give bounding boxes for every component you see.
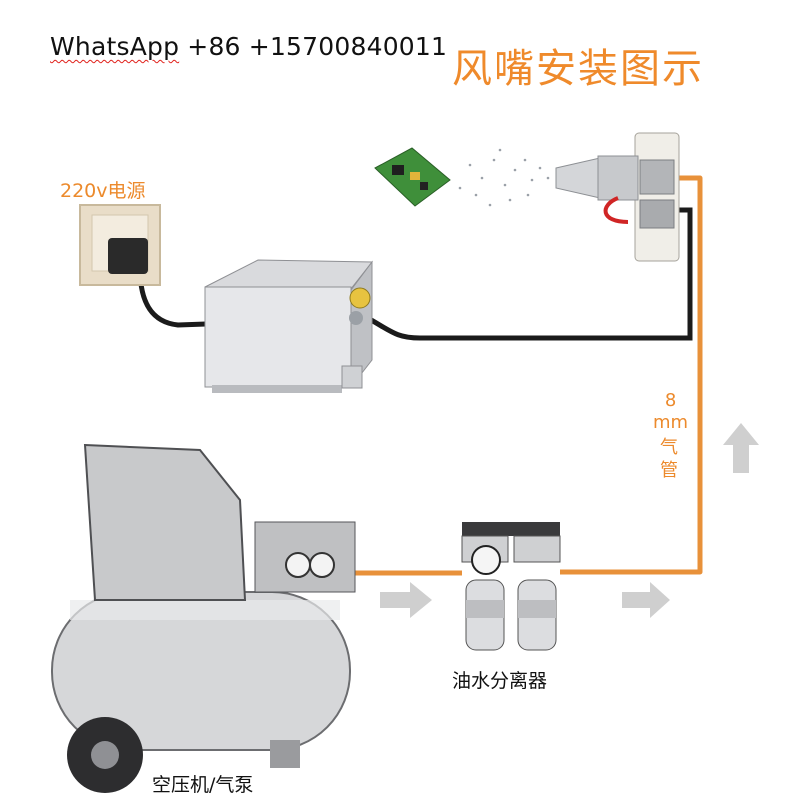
power-label: 220v电源: [60, 180, 146, 202]
air-tube: [350, 175, 703, 576]
tube-size-label: 8 mm: [653, 390, 689, 433]
air-nozzle: [555, 132, 680, 262]
circuit-board: [374, 147, 451, 207]
contact-app: WhatsApp: [50, 32, 180, 61]
contact-number: +86 +15700840011: [179, 32, 448, 61]
air-compressor: [51, 443, 356, 793]
flow-arrow-right-1: [380, 582, 432, 618]
flow-arrow-up: [723, 423, 759, 473]
ion-spray: [458, 148, 550, 207]
page-title: 风嘴安装图示: [452, 46, 704, 92]
tube-text-label: 气 管: [660, 437, 678, 481]
high-voltage-generator: [204, 259, 374, 393]
compressor-label: 空压机/气泵: [152, 774, 254, 796]
flow-arrows: [380, 423, 759, 618]
contact-info: WhatsApp +86 +15700840011: [50, 32, 447, 61]
oil-water-separator: [461, 522, 561, 651]
separator-label: 油水分离器: [452, 670, 548, 692]
flow-arrow-right-2: [622, 582, 670, 618]
wall-socket: [79, 204, 161, 286]
